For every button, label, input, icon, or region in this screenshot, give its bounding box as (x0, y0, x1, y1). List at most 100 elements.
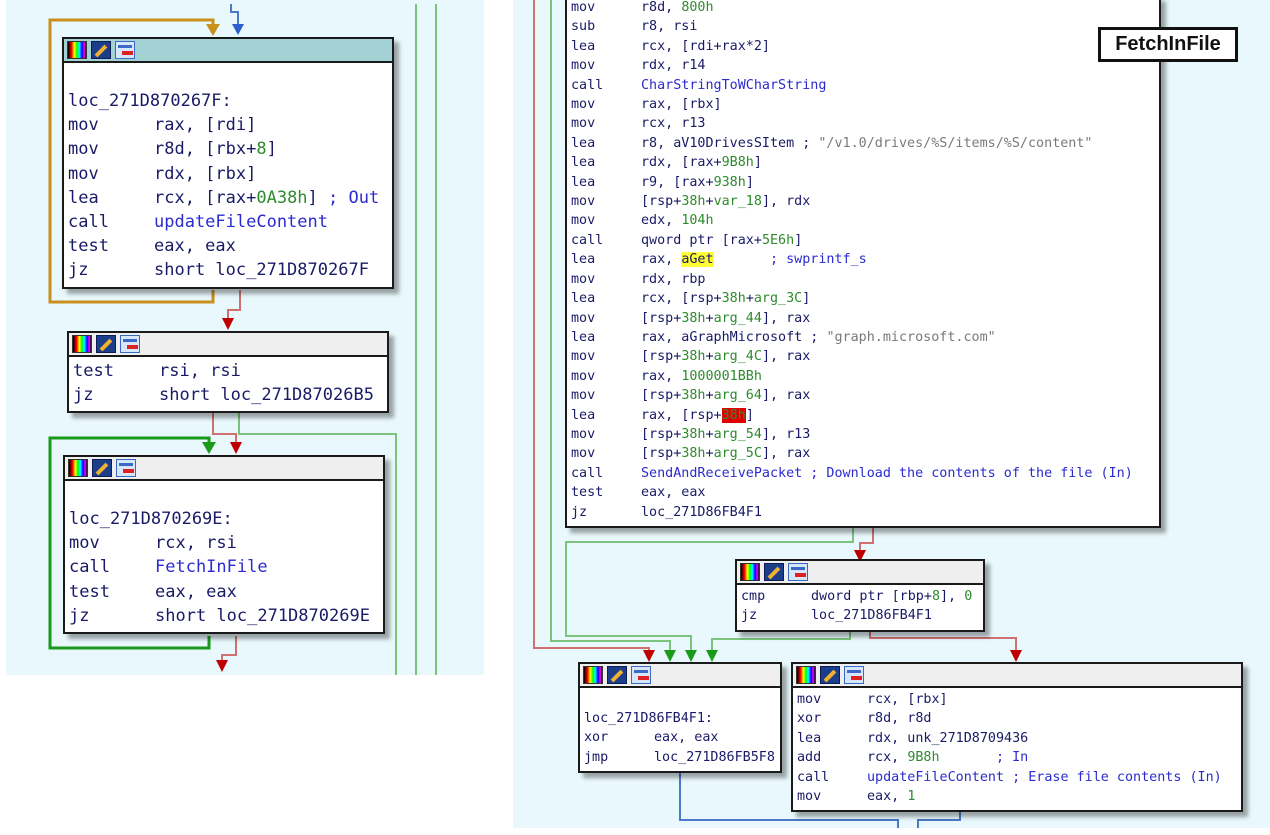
mnemonic: jz (741, 608, 758, 624)
operand: rax, [rdi] (154, 115, 257, 136)
function-name[interactable]: FetchInFile (155, 557, 268, 578)
mnemonic: mov (571, 271, 596, 287)
color-palette-icon[interactable] (67, 41, 87, 59)
instruction-line[interactable]: mov[rsp+38h+arg_64], rax (571, 386, 1155, 405)
graph-overview-icon[interactable] (120, 335, 140, 353)
instruction-line[interactable]: mov[rsp+38h+arg_4C], rax (571, 347, 1155, 366)
mnemonic: lea (571, 135, 596, 151)
operand: ], (940, 589, 965, 604)
location-label[interactable]: loc_271D86FB4F1: (584, 711, 713, 726)
mnemonic: xor (797, 711, 822, 727)
function-name[interactable]: SendAndReceivePacket (641, 465, 803, 481)
operand: loc_271D86FB5F8 (654, 749, 775, 765)
edit-block-icon[interactable] (91, 41, 111, 59)
instruction-line[interactable]: mov[rsp+38h+arg_44], rax (571, 309, 1155, 328)
instruction-line[interactable]: mov[rsp+38h+arg_54], r13 (571, 425, 1155, 444)
graph-overview-icon[interactable] (844, 666, 864, 684)
edit-block-icon[interactable] (820, 666, 840, 684)
edit-block-icon[interactable] (607, 666, 627, 684)
location-label[interactable]: loc_271D870267F: (68, 91, 232, 111)
mnemonic: lea (571, 174, 596, 190)
graph-overview-icon[interactable] (788, 563, 808, 581)
function-name[interactable]: updateFileContent (867, 769, 1005, 785)
instruction-line[interactable]: mov[rsp+38h+var_18], rdx (571, 192, 1155, 211)
graph-overview-icon[interactable] (116, 459, 136, 477)
color-palette-icon[interactable] (740, 563, 760, 581)
operand: rcx, [rbx] (867, 692, 948, 707)
edit-block-icon[interactable] (764, 563, 784, 581)
function-name[interactable]: updateFileContent (154, 212, 328, 233)
numeric-operand: arg_64 (713, 388, 762, 404)
function-name[interactable]: CharStringToWCharString (641, 77, 827, 93)
operand: [rsp+ (641, 388, 682, 404)
graph-overview-icon[interactable] (115, 41, 135, 59)
location-label[interactable]: loc_271D870269E: (69, 509, 233, 529)
color-palette-icon[interactable] (72, 335, 92, 353)
color-palette-icon[interactable] (796, 666, 816, 684)
operand: rsi, rsi (159, 361, 241, 381)
mnemonic: lea (571, 407, 596, 423)
edit-block-icon[interactable] (96, 335, 116, 353)
instruction-line[interactable]: mov[rsp+38h+arg_5C], rax (571, 444, 1155, 463)
edit-block-icon[interactable] (92, 459, 112, 477)
color-palette-icon[interactable] (68, 459, 88, 477)
color-palette-icon[interactable] (583, 666, 603, 684)
graph-overview-icon[interactable] (631, 666, 651, 684)
mnemonic: mov (68, 139, 99, 160)
edge-false-red-2 (212, 413, 237, 444)
